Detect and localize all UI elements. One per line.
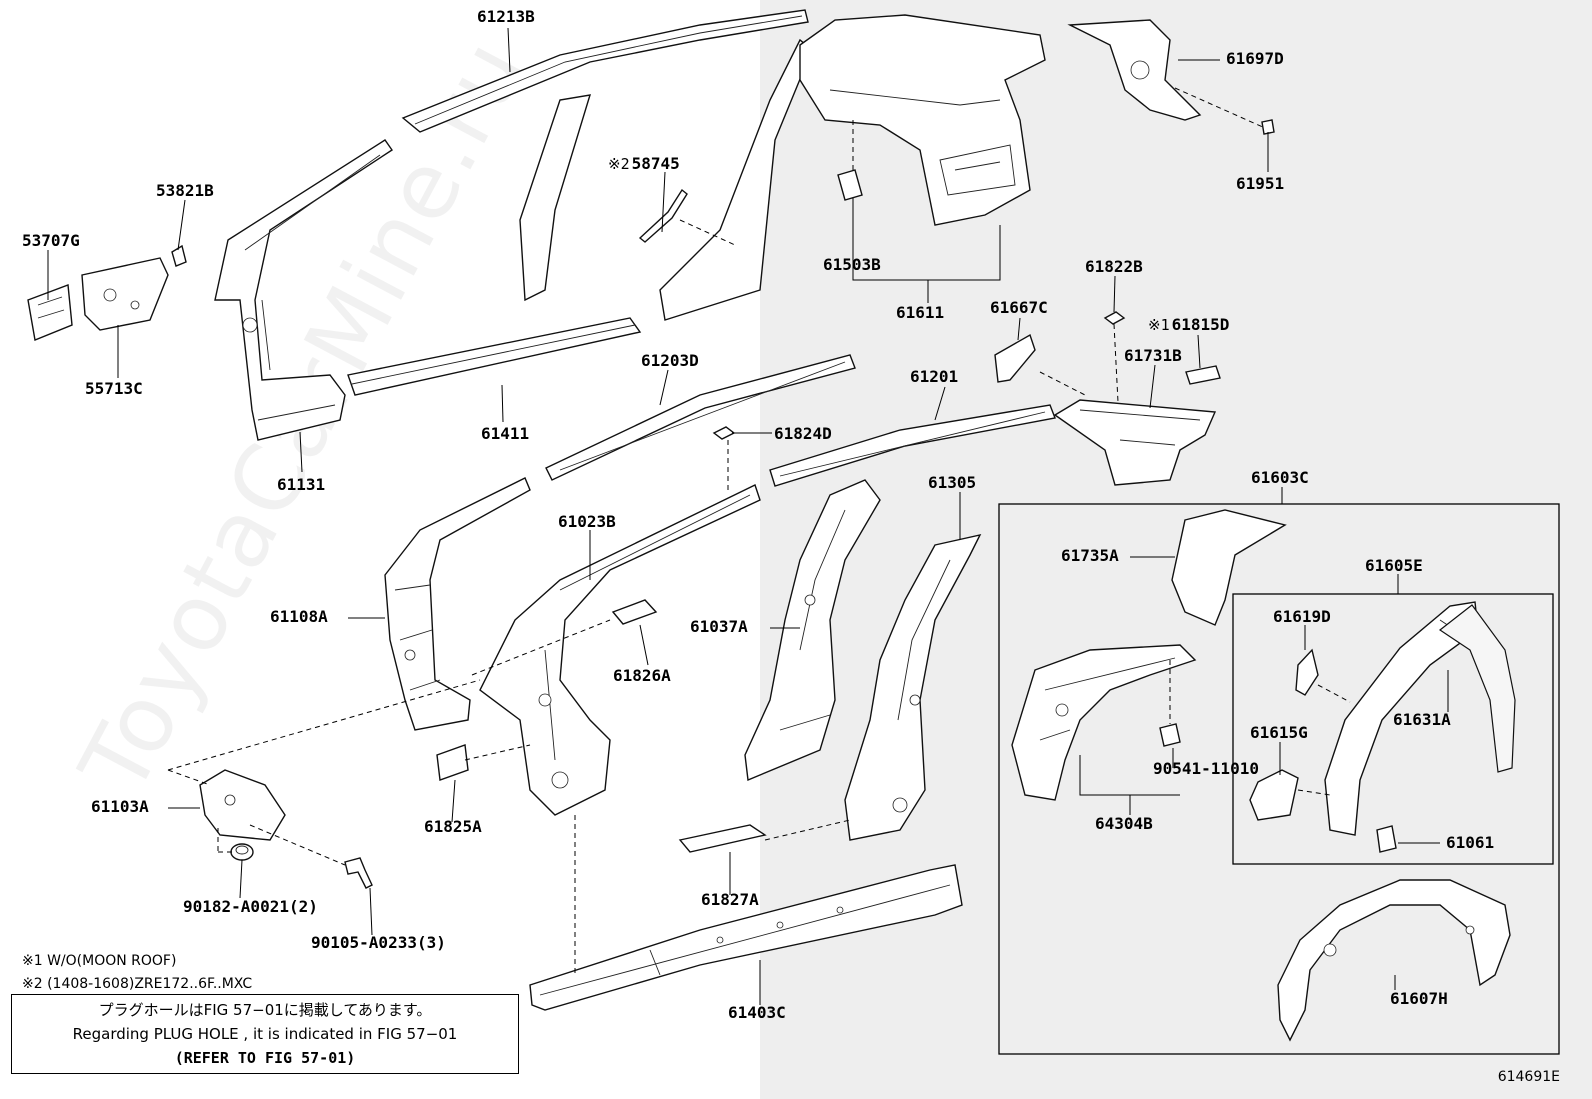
label-61503B: 61503B — [823, 255, 881, 274]
part-61203D — [545, 354, 856, 481]
part-61201 — [769, 404, 1056, 487]
label-61411: 61411 — [481, 424, 530, 443]
label-61103A: 61103A — [91, 797, 149, 816]
label-61826A: 61826A — [613, 666, 671, 685]
part-61619D — [1295, 648, 1319, 696]
part-61697D — [1067, 19, 1202, 121]
part-61607H — [1277, 879, 1511, 1042]
label-64304B: 64304B — [1095, 814, 1153, 833]
label-61403C: 61403C — [728, 1003, 786, 1022]
label-53707G: 53707G — [22, 231, 80, 250]
part-53821B — [171, 244, 187, 267]
label-61667C: 61667C — [990, 298, 1048, 317]
part-61631A — [1324, 601, 1516, 836]
label-61697D: 61697D — [1226, 49, 1284, 68]
label-61827A: 61827A — [701, 890, 759, 909]
part-61731B — [1053, 399, 1217, 486]
label-61605E: 61605E — [1365, 556, 1423, 575]
notice-line-refer: (REFER TO FIG 57-01) — [174, 1049, 356, 1067]
part-61826A — [611, 599, 658, 625]
label-90541-11010: 90541-11010 — [1153, 759, 1259, 778]
note-mark-1: ※1 — [1148, 316, 1170, 334]
part-55713C — [81, 257, 169, 331]
part-61822B — [1103, 311, 1126, 325]
part-61815D — [1185, 365, 1221, 385]
notice-line-jp: プラグホールはFIG 57−01に掲載してあります。 — [98, 1001, 432, 1019]
part-61611 — [799, 14, 1046, 226]
part-61615G — [1249, 769, 1299, 821]
part-58745 — [638, 188, 688, 243]
note-mark-2: ※2 — [608, 155, 630, 173]
label-61603C: 61603C — [1251, 468, 1309, 487]
part-90541-11010 — [1159, 723, 1181, 747]
part-61305 — [844, 533, 982, 841]
group-box-61605E — [1232, 593, 1554, 865]
label-61037A: 61037A — [690, 617, 748, 636]
label-90105-A0233: 90105-A0233(3) — [311, 933, 446, 952]
group-box-61603C — [998, 503, 1560, 1055]
label-61951: 61951 — [1236, 174, 1285, 193]
label-61201: 61201 — [910, 367, 959, 386]
label-61203D: 61203D — [641, 351, 699, 370]
part-61037A — [744, 479, 881, 782]
label-61824D: 61824D — [774, 424, 832, 443]
label-61735A: 61735A — [1061, 546, 1119, 565]
part-61061 — [1376, 825, 1397, 853]
label-61615G: 61615G — [1250, 723, 1308, 742]
plug-hole-notice: プラグホールはFIG 57−01に掲載してあります。 Regarding PLU… — [11, 994, 519, 1074]
label-61131: 61131 — [277, 475, 326, 494]
label-61023B: 61023B — [558, 512, 616, 531]
part-61108A — [384, 477, 531, 731]
part-90182-A0021 — [230, 843, 254, 861]
part-61403C — [529, 864, 963, 1011]
label-61815D-text: 61815D — [1171, 315, 1230, 334]
label-61607H: 61607H — [1390, 989, 1448, 1008]
note-2: ※2 (1408-1608)ZRE172..6F..MXC — [22, 976, 253, 992]
label-61108A: 61108A — [270, 607, 328, 626]
label-61061: 61061 — [1446, 833, 1495, 852]
part-61023B — [479, 484, 761, 816]
label-58745-text: 58745 — [631, 154, 680, 173]
label-61731B: 61731B — [1124, 346, 1182, 365]
part-53707G — [27, 284, 73, 341]
part-61827A — [678, 824, 767, 853]
notice-line-en: Regarding PLUG HOLE , it is indicated in… — [72, 1025, 458, 1043]
part-61103A — [199, 769, 286, 841]
label-61213B: 61213B — [477, 7, 535, 26]
part-61825A — [436, 744, 469, 781]
label-55713C: 55713C — [85, 379, 143, 398]
part-61411 — [347, 38, 813, 396]
note-1: ※1 W/O(MOON ROOF) — [22, 953, 177, 969]
part-61735A — [1171, 509, 1287, 626]
figure-code: 614691E — [1497, 1069, 1560, 1085]
leader-lines — [47, 27, 1449, 1005]
part-61503B — [837, 169, 863, 201]
part-61667C — [994, 333, 1036, 383]
label-61611: 61611 — [896, 303, 945, 322]
part-90105-A0233 — [344, 857, 373, 889]
label-90182-A0021: 90182-A0021(2) — [183, 897, 318, 916]
part-61824D — [712, 426, 736, 440]
label-61631A: 61631A — [1393, 710, 1451, 729]
label-61619D: 61619D — [1273, 607, 1331, 626]
label-53821B: 53821B — [156, 181, 214, 200]
dashed-assembly-lines — [167, 87, 1351, 975]
part-61213B — [401, 9, 809, 133]
part-61131 — [214, 139, 393, 441]
label-61822B: 61822B — [1085, 257, 1143, 276]
label-61825A: 61825A — [424, 817, 482, 836]
label-61305: 61305 — [928, 473, 977, 492]
part-61951 — [1261, 119, 1275, 135]
part-64304B — [1011, 644, 1197, 801]
